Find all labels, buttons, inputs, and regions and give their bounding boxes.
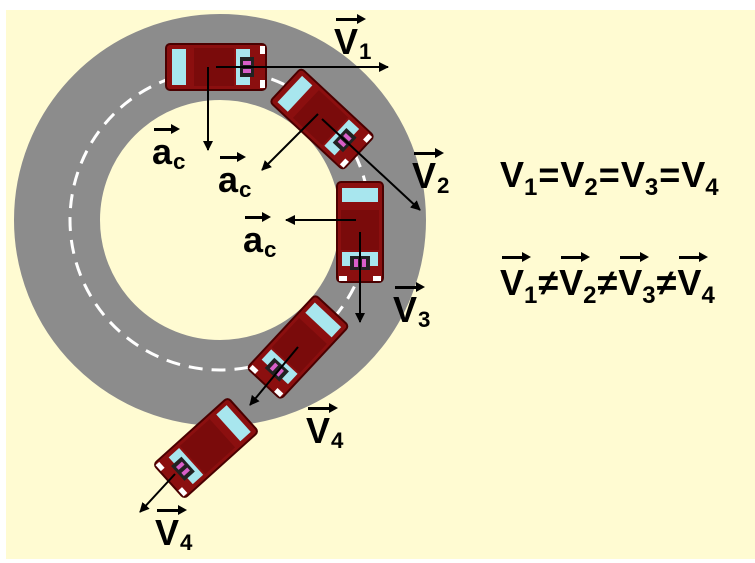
label-ac-3: ac (243, 212, 277, 262)
velocity-arrow-v4 (249, 346, 299, 406)
eq2-term-2: V2 (559, 252, 597, 309)
label-v2: V2 (412, 148, 450, 198)
eq1-term-1: V1 (500, 154, 537, 201)
label-v4: V4 (306, 403, 344, 453)
eq2-term-3: V3 (618, 252, 656, 309)
label-ac-2: ac (218, 152, 252, 202)
eq2-term-1: V1 (500, 252, 537, 309)
label-v3: V3 (393, 282, 431, 332)
acceleration-arrow-ac2 (261, 113, 319, 171)
equation-velocities-not-equal: V1≠V2≠V3≠V4 (500, 252, 715, 309)
eq1-term-2: V2 (560, 154, 597, 201)
velocity-arrow-v4-outer (139, 473, 176, 513)
eq1-term-4: V4 (681, 154, 718, 201)
label-ac-1: ac (152, 124, 186, 174)
equation-speeds-equal: V1=V2=V3=V4 (500, 154, 719, 201)
label-v1: V1 (334, 14, 372, 64)
label-v4-outer: V4 (155, 505, 193, 555)
velocity-arrow-v2 (321, 118, 421, 211)
eq2-term-4: V4 (677, 252, 715, 309)
eq1-term-3: V3 (620, 154, 658, 201)
